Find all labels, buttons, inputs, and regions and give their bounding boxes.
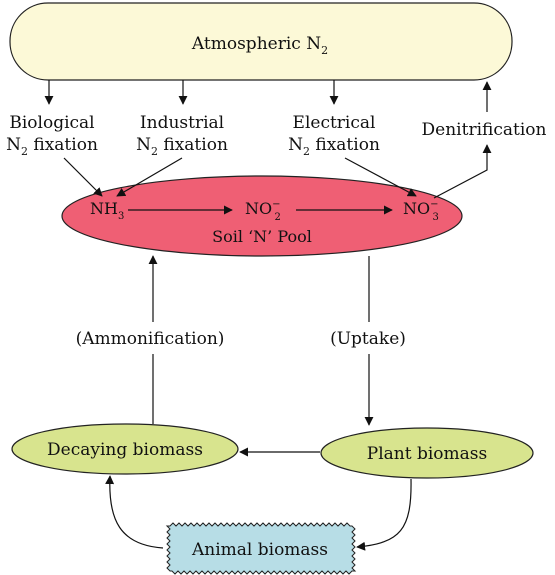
plant-biomass-node <box>320 427 534 479</box>
industrial-line2: N2 fixation <box>136 135 228 158</box>
animal-biomass-label: Animal biomass <box>191 540 328 560</box>
plant-biomass-label: Plant biomass <box>367 444 487 464</box>
atmosphere-label: Atmospheric N2 <box>191 34 328 57</box>
ammonification-label: (Ammonification) <box>76 329 225 349</box>
animal-biomass-node <box>165 522 357 575</box>
biological-line2: N2 fixation <box>6 135 98 158</box>
electrical-line2: N2 fixation <box>288 135 380 158</box>
no3-label: NO−3 <box>403 199 439 223</box>
nh3-label: NH3 <box>90 199 124 222</box>
decaying-biomass-node <box>11 423 239 475</box>
arrow-no3-to-denitrification <box>433 144 492 199</box>
arrow-electrical-to-no3 <box>344 157 417 197</box>
no2-label: NO−2 <box>245 199 281 223</box>
arrow-plant-to-animal <box>356 478 412 551</box>
industrial-line1: Industrial <box>140 113 224 133</box>
uptake-label: (Uptake) <box>330 329 406 349</box>
denitrification-label: Denitrification <box>422 120 547 140</box>
arrow-biological-to-nh3 <box>63 157 103 197</box>
electrical-line1: Electrical <box>293 113 376 133</box>
atmosphere-box <box>9 2 513 81</box>
arrow-animal-to-decaying <box>105 475 164 549</box>
arrow-industrial-to-nh3 <box>116 157 183 197</box>
decaying-biomass-label: Decaying biomass <box>47 440 203 460</box>
soil-pool-label: Soil ‘N’ Pool <box>212 227 312 246</box>
soil-n-pool <box>61 175 463 257</box>
biological-line1: Biological <box>9 113 94 133</box>
